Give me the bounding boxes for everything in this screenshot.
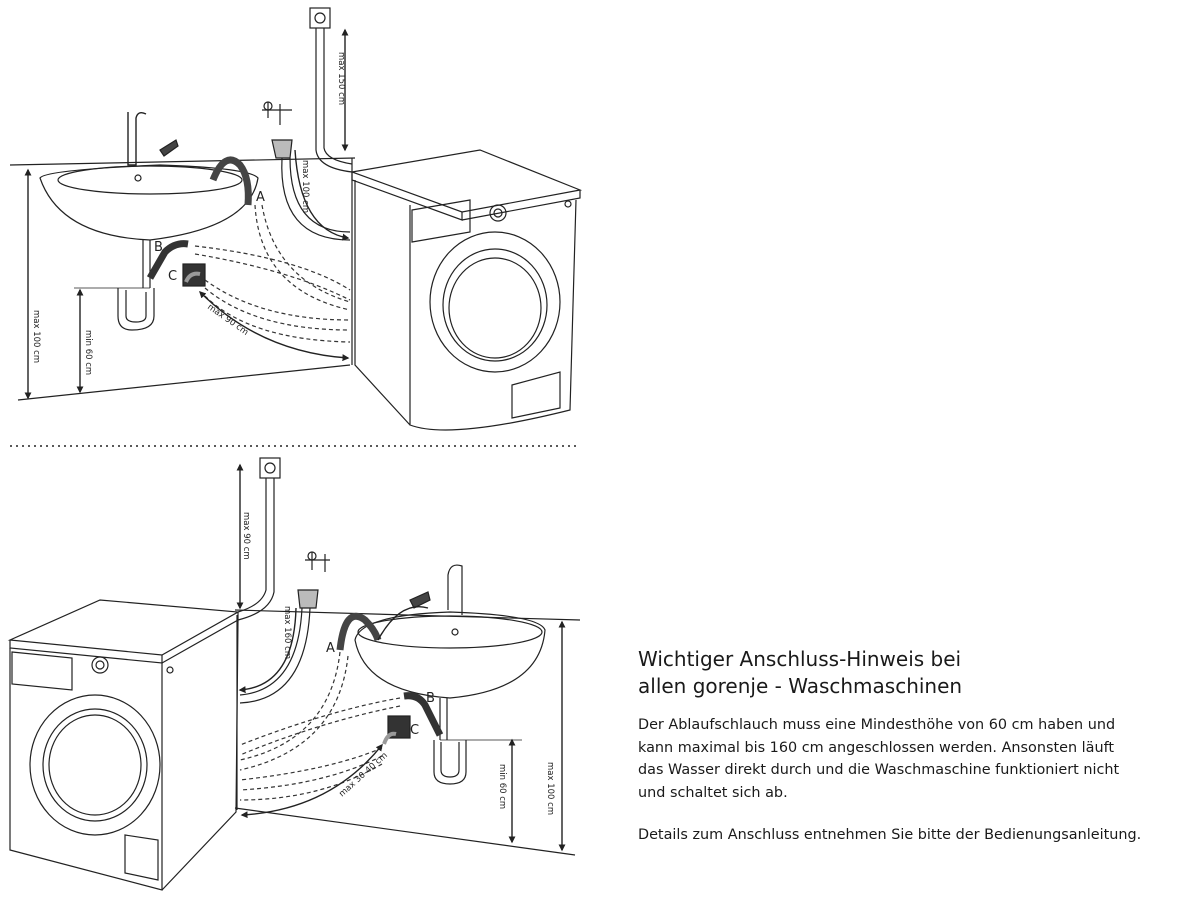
door <box>29 694 161 836</box>
supply-valve <box>309 7 331 29</box>
hose-a <box>336 612 382 651</box>
dim-max-label: max 100 cm <box>545 762 555 815</box>
sink <box>354 564 546 785</box>
diagram-top-labels: A B C max 150 cm max 100 cm max 90 cm mi… <box>31 52 346 375</box>
info-paragraph-2: Details zum Anschluss entnehmen Sie bitt… <box>638 827 1142 843</box>
dim-drain-arrow <box>199 291 350 362</box>
program-knob <box>489 204 507 222</box>
info-title-line2: allen gorenje - Waschmaschinen <box>638 674 963 698</box>
info-paragraph-1-line3: das Wasser direkt durch und die Waschmas… <box>638 762 1120 778</box>
label-a: A <box>326 641 335 656</box>
wall-line <box>9 157 356 166</box>
dim-tap-label: max 160 cm <box>282 606 292 659</box>
water-tap <box>262 101 351 241</box>
hose-b <box>146 240 189 280</box>
dim-min-label: min 60 cm <box>497 764 507 809</box>
info-paragraph-1-line2: kann maximal bis 160 cm angeschlossen we… <box>638 739 1115 756</box>
door <box>429 231 561 373</box>
diagram-bottom <box>7 457 581 891</box>
washing-machine-bottom <box>7 599 240 891</box>
diagram-top <box>9 7 583 431</box>
info-title: Wichtiger Anschluss-Hinweis bei allen go… <box>638 646 1198 700</box>
info-paragraph-1-line1: Der Ablaufschlauch muss eine Mindesthöhe… <box>638 717 1116 733</box>
drain-hose-paths <box>194 204 351 343</box>
label-c: C <box>168 269 177 284</box>
hose-b <box>403 692 444 737</box>
info-paragraph-1-line4: und schaltet sich ab. <box>638 784 788 801</box>
label-c: C <box>410 723 419 738</box>
label-b: B <box>426 691 435 706</box>
dim-drain-label: max 90 cm <box>205 302 250 338</box>
dim-drain-label: max 30-40 cm <box>337 751 389 800</box>
diagram-bottom-labels: A B C max 90 cm max 160 cm max 30-40 cm … <box>241 512 555 815</box>
water-tap <box>239 551 330 704</box>
program-knob <box>91 656 109 674</box>
dim-tap-arrow <box>238 607 297 694</box>
info-title-line1: Wichtiger Anschluss-Hinweis bei <box>638 647 962 671</box>
label-b: B <box>154 240 163 255</box>
washing-machine-top <box>349 149 583 431</box>
label-a: A <box>256 190 265 205</box>
dim-drain-arrow <box>240 743 383 819</box>
supply-valve <box>259 457 281 479</box>
floor-line <box>234 807 576 856</box>
floor-line <box>17 364 351 401</box>
hose-a <box>209 156 252 206</box>
dim-tap-arrow <box>294 149 350 241</box>
info-panel: Wichtiger Anschluss-Hinweis bei allen go… <box>638 646 1198 867</box>
dim-min-label: min 60 cm <box>83 330 93 375</box>
dim-tap-label: max 100 cm <box>300 160 310 213</box>
drain-hose-paths <box>239 651 401 801</box>
dim-max-label: max 100 cm <box>31 310 41 363</box>
sink <box>39 111 259 331</box>
dim-supply-label: max 90 cm <box>241 512 251 560</box>
dim-supply-label: max 150 cm <box>336 52 346 105</box>
info-paragraph-1: Der Ablaufschlauch muss eine Mindesthöhe… <box>638 714 1198 804</box>
